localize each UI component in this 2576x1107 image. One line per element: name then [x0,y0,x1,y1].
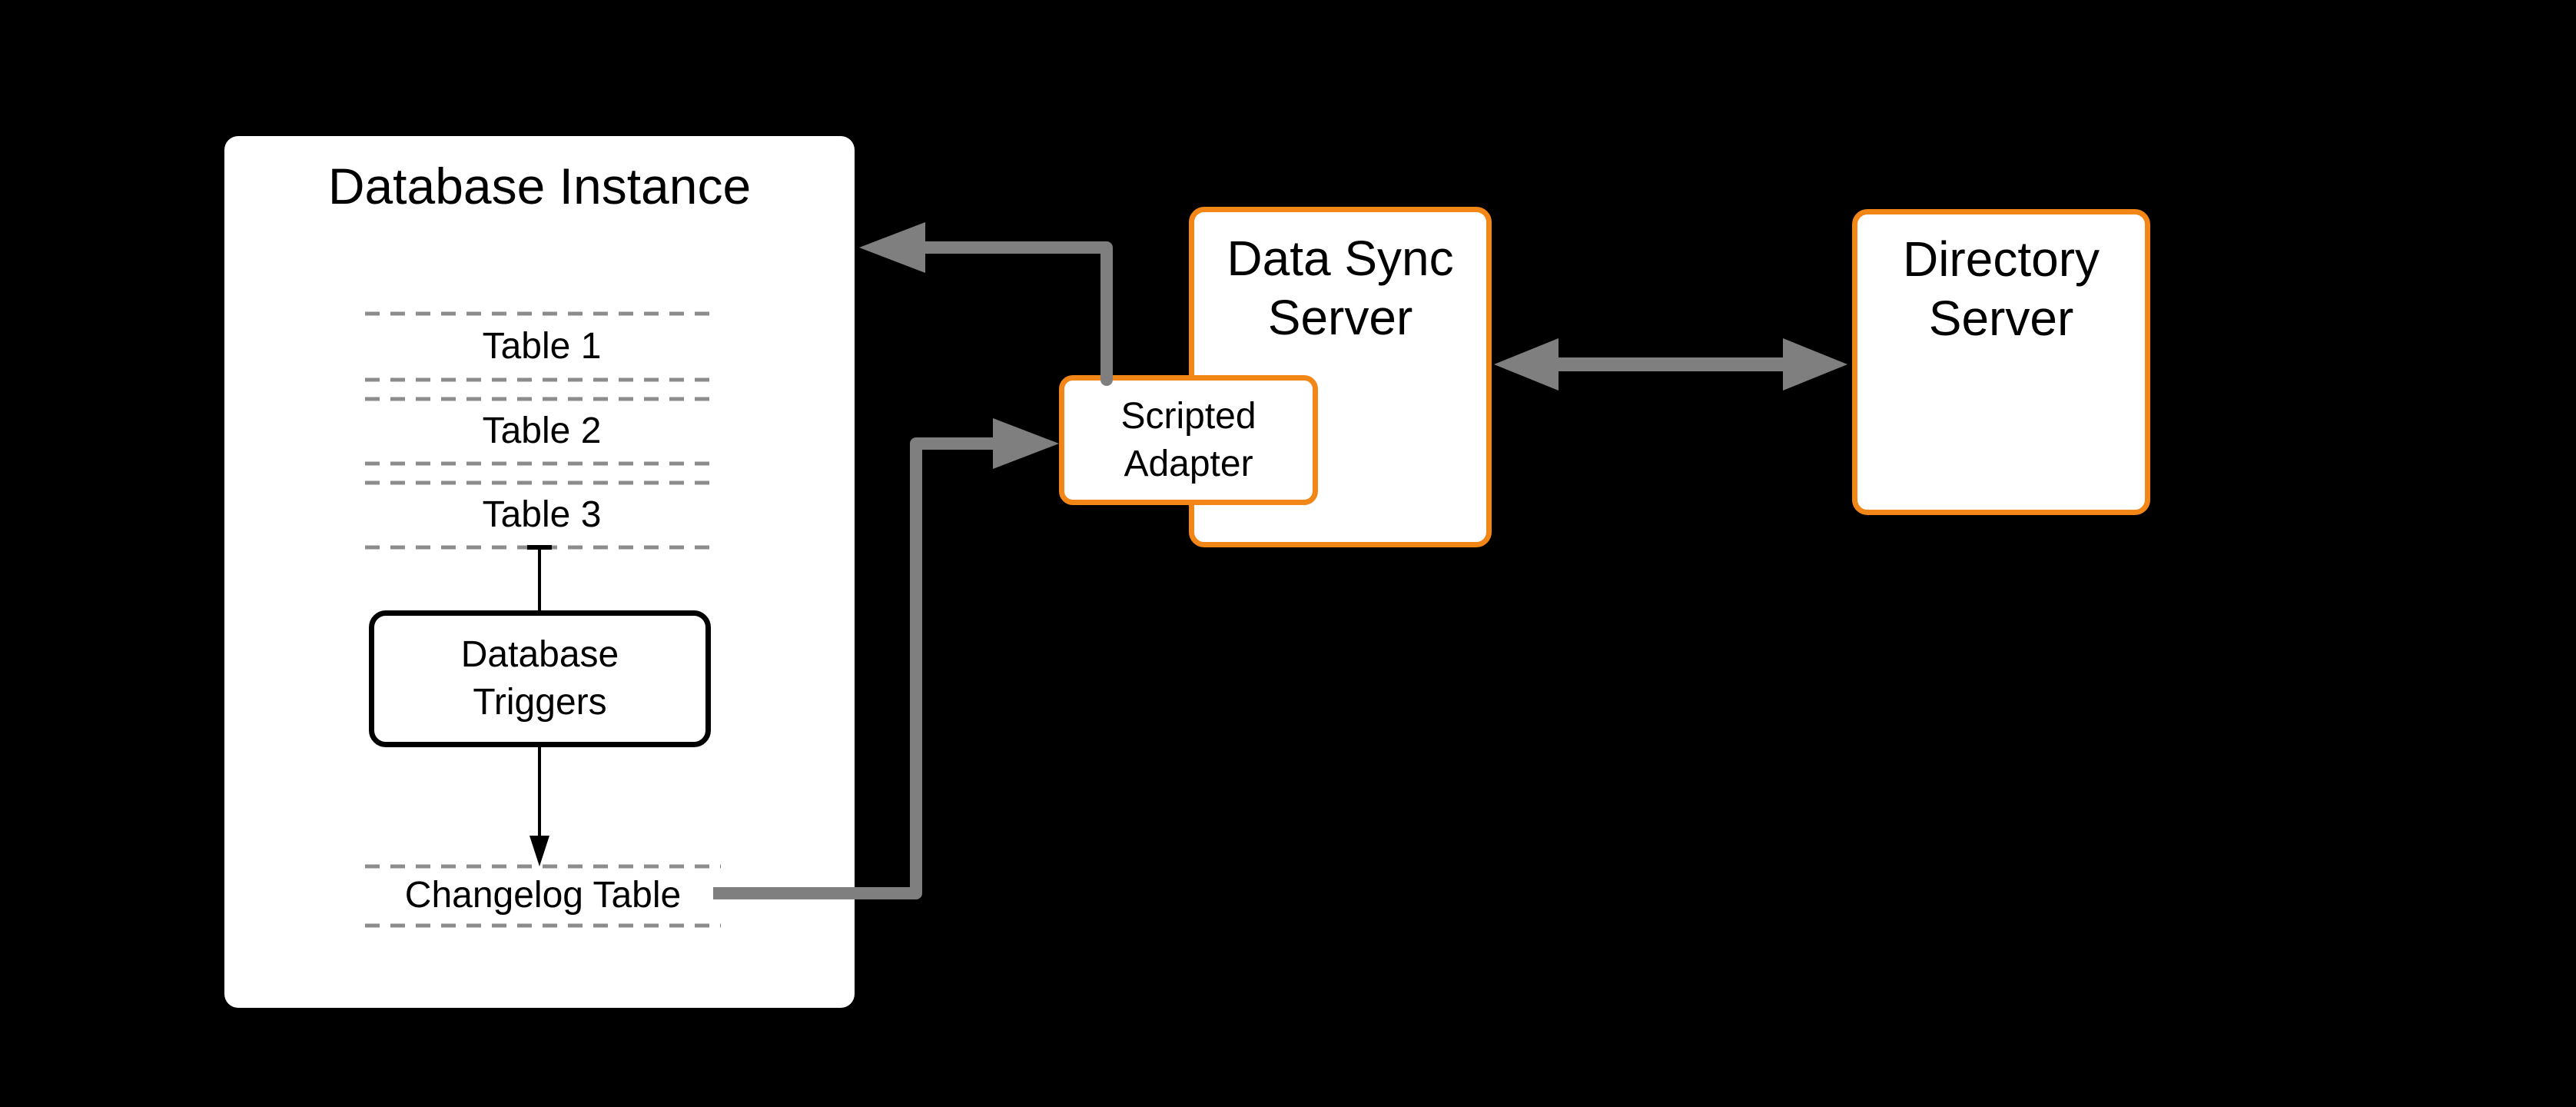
edge-server-to-directory [1494,338,1847,391]
database-triggers-label-line2: Triggers [473,682,607,723]
gray-arrowhead-left-icon [859,222,925,273]
node-directory-server: Directory Server [1852,209,2150,515]
changelog-table-label: Changelog Table [404,875,682,916]
scripted-adapter-label-line2: Adapter [1124,443,1253,484]
directory-server-title-line1: Directory [1902,231,2100,287]
node-database-triggers: Database Triggers [369,610,711,747]
node-database-instance-title: Database Instance [327,158,752,214]
gray-arrowhead-left-icon [1494,338,1559,391]
database-triggers-label-line1: Database [460,634,619,675]
data-sync-server-title-line1: Data Sync [1227,231,1454,286]
node-scripted-adapter: Scripted Adapter [1059,375,1318,505]
directory-server-title-line2: Server [1928,291,2074,346]
table-row-label-2: Table 2 [482,411,602,451]
table-row-label-3: Table 3 [482,494,602,535]
table-row-label-1: Table 1 [482,326,602,367]
gray-arrowhead-right-icon [993,418,1059,469]
gray-arrowhead-right-icon [1783,338,1847,391]
data-sync-server-title-line2: Server [1267,290,1413,345]
scripted-adapter-label-line1: Scripted [1120,395,1256,437]
edge-adapter-to-database [859,222,1113,386]
